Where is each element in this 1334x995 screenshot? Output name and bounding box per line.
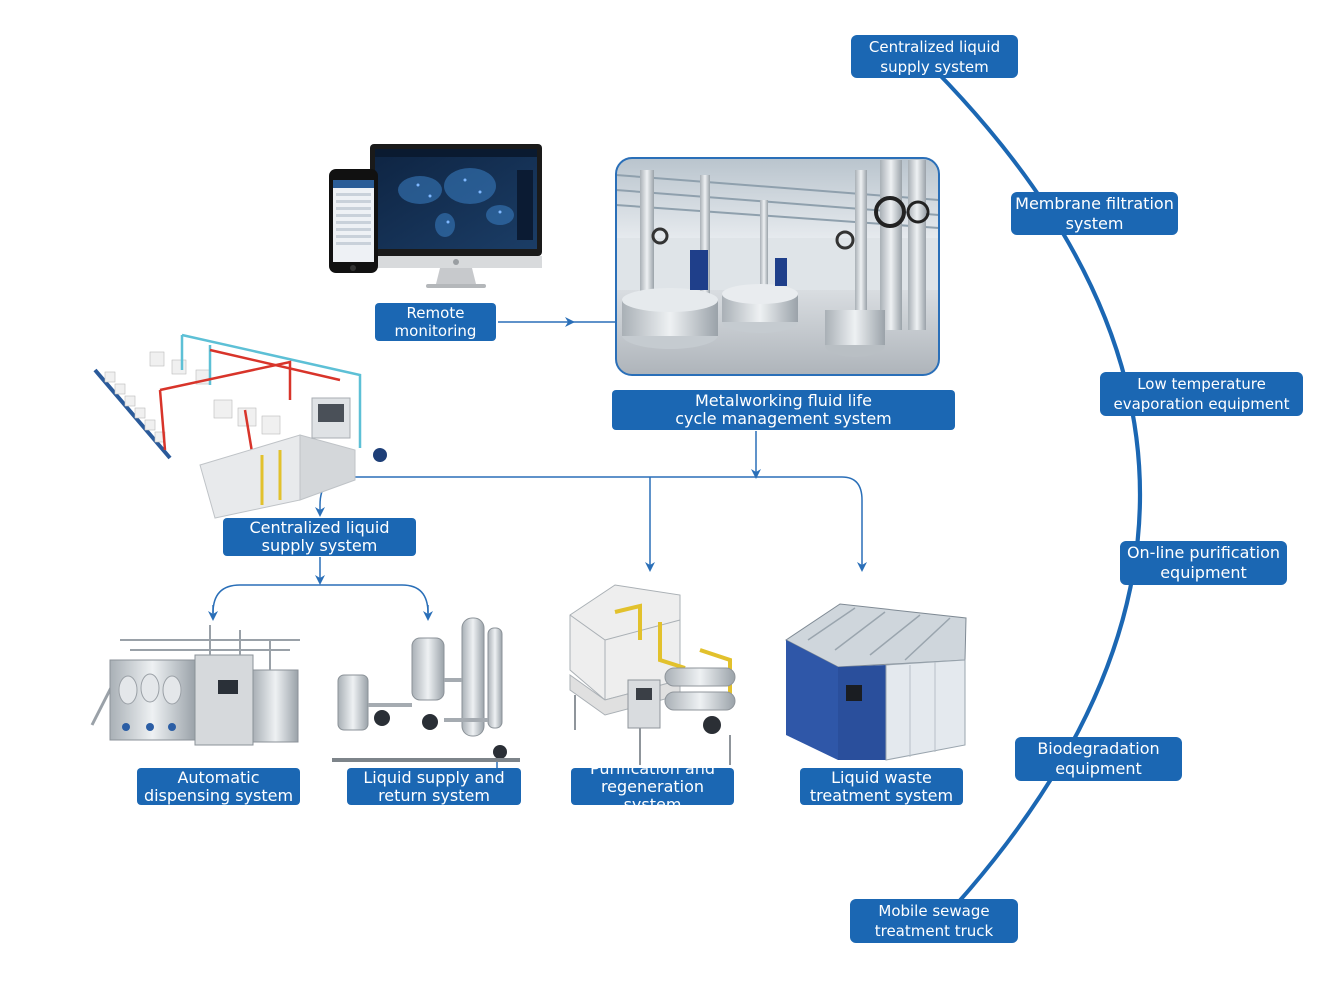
arc-mobile-truck-label: Mobile sewage treatment truck (850, 899, 1018, 943)
purification-skid-image (569, 584, 736, 765)
arc-membrane-label: Membrane filtration system (1011, 192, 1178, 235)
supply-return-label: Liquid supply and return system (347, 768, 521, 805)
smartphone-image (329, 169, 378, 273)
dispensing-skid-image (90, 625, 300, 746)
waste-container-image (785, 603, 967, 761)
arc-low-temp-label: Low temperature evaporation equipment (1100, 372, 1303, 416)
auto-dispensing-label: Automatic dispensing system (137, 768, 300, 805)
purification-regeneration-label: Purification and regeneration system (571, 759, 734, 813)
remote-monitoring-devices (329, 144, 542, 288)
central-supply-label: Centralized liquid supply system (223, 518, 416, 556)
desktop-monitor-image (370, 144, 542, 288)
piping-isometric-image (93, 333, 387, 519)
arc-online-purification-label: On-line purification equipment (1120, 541, 1287, 585)
arc-biodegradation-label: Biodegradation equipment (1015, 737, 1182, 781)
remote-monitoring-label: Remote monitoring (375, 303, 496, 341)
lifecycle-system-label: Metalworking fluid life cycle management… (612, 390, 955, 430)
waste-treatment-label: Liquid waste treatment system (800, 768, 963, 805)
plant-interior-image (615, 157, 940, 376)
supply-return-skid-image (332, 617, 520, 762)
arc-central-supply-label: Centralized liquid supply system (851, 35, 1018, 78)
